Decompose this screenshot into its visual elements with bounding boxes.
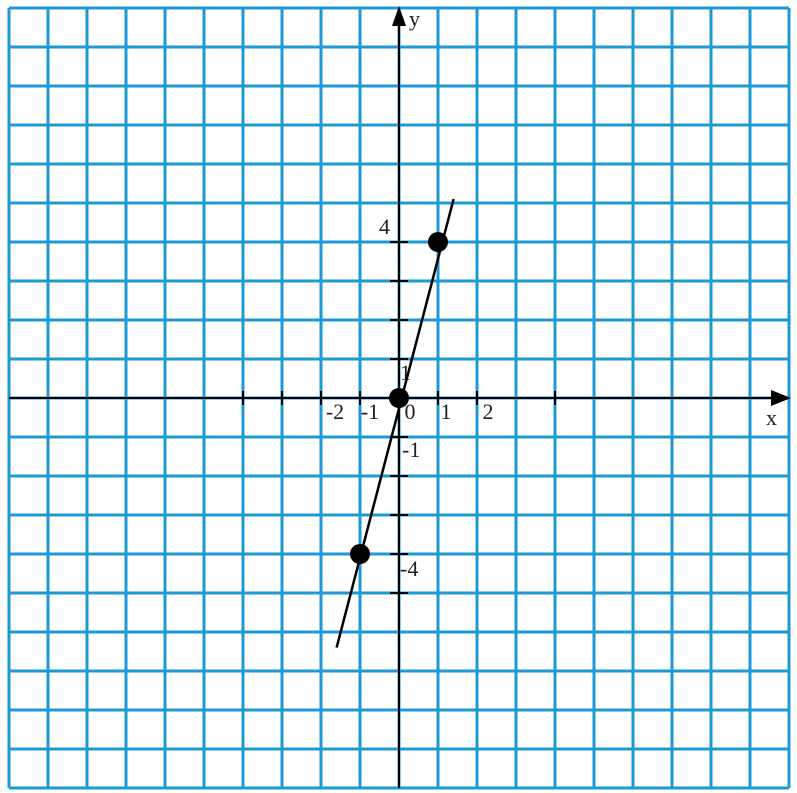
y-tick-label: 4 xyxy=(379,214,390,239)
x-tick-label: 0 xyxy=(405,399,416,424)
x-tick-label: 1 xyxy=(441,399,452,424)
y-axis-arrow xyxy=(392,6,406,26)
series-line xyxy=(335,198,455,648)
y-tick-label: -4 xyxy=(400,556,418,581)
data-points xyxy=(350,232,448,564)
y-axis-label: y xyxy=(409,6,420,31)
axis-ticks xyxy=(242,241,556,594)
x-axis-label: x xyxy=(766,405,777,430)
x-axis-arrow xyxy=(771,390,791,406)
data-point xyxy=(428,232,448,252)
x-tick-label: -1 xyxy=(361,399,379,424)
x-tick-label: 2 xyxy=(483,399,494,424)
x-tick-label: -2 xyxy=(326,399,344,424)
y-tick-label: 1 xyxy=(400,360,411,385)
data-point xyxy=(389,388,409,408)
data-point xyxy=(350,544,370,564)
y-tick-label: -1 xyxy=(402,437,420,462)
